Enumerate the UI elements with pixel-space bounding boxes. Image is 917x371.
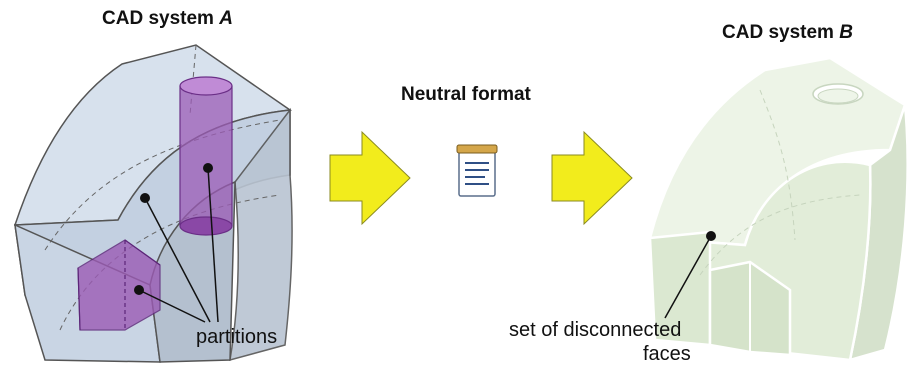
cylinder-partition — [179, 76, 233, 236]
arrow-icon — [329, 130, 411, 226]
cad-system-b-title: CAD system B — [722, 22, 853, 43]
cad-system-a-title: CAD system A — [102, 8, 233, 29]
cad-solid-b — [648, 56, 909, 362]
disconnected-faces-label-line2: faces — [643, 343, 691, 365]
cross-partition — [77, 239, 161, 331]
neutral-format-title: Neutral format — [401, 84, 531, 105]
cad-solid-a — [13, 44, 293, 363]
notepad-document-icon — [456, 144, 498, 197]
partitions-label: partitions — [196, 326, 278, 348]
disconnected-faces-label-line1: set of disconnected — [509, 319, 682, 341]
arrow-icon — [551, 130, 633, 226]
